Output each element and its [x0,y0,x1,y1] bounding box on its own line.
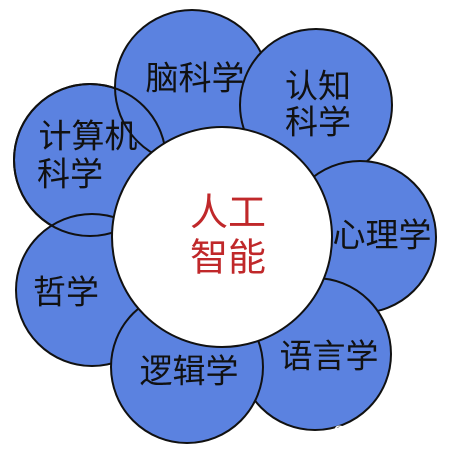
petal-label-cognitive-science-line2: 科学 [285,103,351,142]
petal-label-linguistics: 语言学 [280,337,379,376]
petal-label-logic: 逻辑学 [140,352,239,391]
watermark-text: CSDN @柒姑娘哦 [334,424,448,440]
petal-label-computer-science-line1: 计算机 [39,117,138,156]
petal-label-cognitive-science-line1: 认知 [285,67,351,106]
petal-label-philosophy: 哲学 [33,273,99,312]
petal-label-computer-science-line2: 科学 [37,155,103,194]
center-label-line1: 人工 [190,191,266,235]
center-circle [111,126,333,348]
petal-label-psychology: 心理学 [333,216,432,255]
petal-label-brain-science: 脑科学 [146,59,245,98]
center-label-line2: 智能 [190,236,266,280]
